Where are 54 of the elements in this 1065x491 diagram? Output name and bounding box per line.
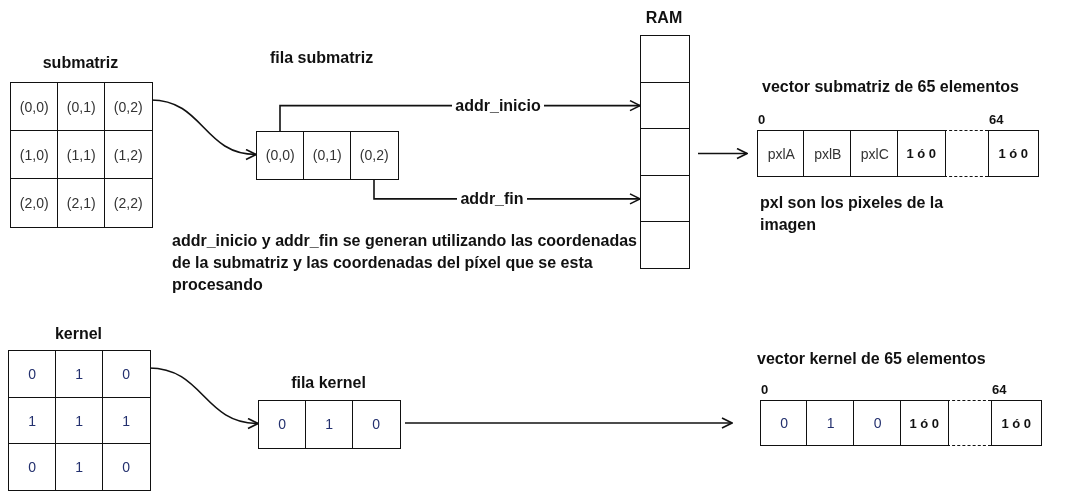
table-cell: (0,2) bbox=[350, 131, 399, 180]
table-cell: pxlC bbox=[850, 130, 900, 177]
memory-cell bbox=[640, 221, 690, 270]
table-cell: 0 bbox=[102, 350, 151, 399]
arrow bbox=[404, 417, 733, 429]
table-cell: 0 bbox=[102, 443, 151, 491]
memory-cell bbox=[640, 128, 690, 177]
heading: fila submatriz bbox=[270, 49, 374, 67]
table-cell: 1 ó 0 bbox=[988, 130, 1039, 177]
table-cell: 1 bbox=[55, 350, 104, 399]
table-cell: 0 bbox=[760, 400, 809, 446]
index-label: 0 bbox=[758, 112, 766, 127]
table-cell: 0 bbox=[8, 443, 57, 491]
table-cell: 1 ó 0 bbox=[991, 400, 1042, 446]
note-text: pxl son los pixeles de la imagen bbox=[760, 193, 945, 235]
arrow bbox=[697, 147, 748, 160]
table-cell: pxlA bbox=[757, 130, 806, 177]
table-cell: (1,2) bbox=[104, 130, 153, 180]
table-cell: (1,0) bbox=[10, 130, 59, 180]
table-cell: (0,0) bbox=[10, 82, 59, 132]
table-cell: (0,1) bbox=[57, 82, 106, 132]
edge-label: addr_fin bbox=[457, 189, 527, 208]
table-cell: 1 ó 0 bbox=[897, 130, 946, 177]
table-cell: 0 bbox=[853, 400, 903, 446]
table-cell: 1 bbox=[55, 443, 104, 491]
table-cell: 1 bbox=[806, 400, 856, 446]
note-text: addr_inicio y addr_fin se generan utilizando las coordenadas de la submatriz y las coordenadas del píxel que se esta procesando bbox=[172, 231, 638, 295]
table-cell: 0 bbox=[8, 350, 57, 399]
table-cell: 1 bbox=[305, 400, 354, 449]
index-label: 64 bbox=[989, 112, 1004, 127]
table-cell: pxlB bbox=[803, 130, 853, 177]
table-cell: 0 bbox=[258, 400, 307, 449]
heading: kernel bbox=[53, 325, 104, 343]
memory-cell bbox=[640, 81, 690, 130]
heading: vector submatriz de 65 elementos bbox=[762, 78, 1019, 96]
table-cell: (2,0) bbox=[10, 178, 59, 228]
table-cell: (0,2) bbox=[104, 82, 153, 132]
heading: RAM bbox=[644, 9, 684, 27]
table-cell: (0,0) bbox=[256, 131, 305, 180]
edge-label: addr_inicio bbox=[452, 96, 544, 115]
table-cell: 0 bbox=[352, 400, 401, 449]
table-cell: (1,1) bbox=[57, 130, 106, 180]
table-cell: (2,2) bbox=[104, 178, 153, 228]
table-cell: 1 ó 0 bbox=[900, 400, 949, 446]
table-cell: (0,1) bbox=[303, 131, 352, 180]
index-label: 0 bbox=[761, 382, 769, 397]
table-cell: (2,1) bbox=[57, 178, 106, 228]
index-label: 64 bbox=[992, 382, 1007, 397]
table-cell: 1 bbox=[102, 396, 151, 445]
heading: submatriz bbox=[41, 54, 120, 72]
memory-cell bbox=[640, 35, 690, 84]
heading: vector kernel de 65 elementos bbox=[757, 350, 986, 368]
heading: fila kernel bbox=[290, 374, 367, 392]
memory-cell bbox=[640, 174, 690, 223]
